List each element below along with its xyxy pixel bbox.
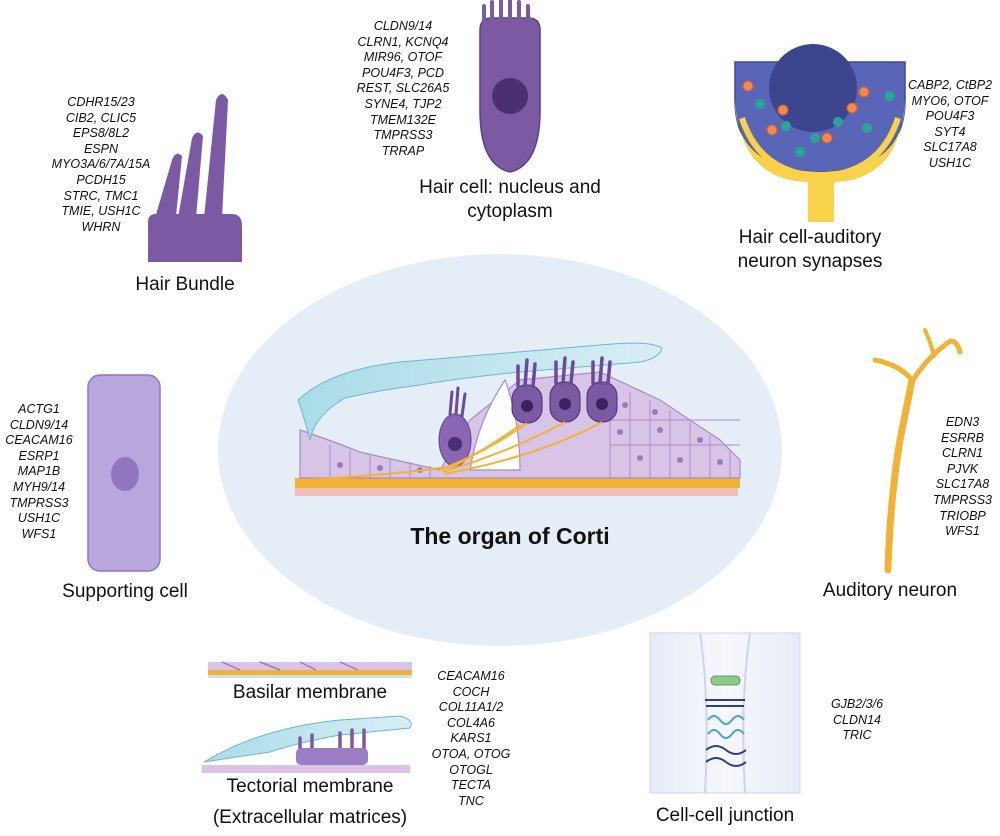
gene-label: SLC17A8 xyxy=(935,477,990,492)
auditory-neuron-title: Auditory neuron xyxy=(822,580,958,601)
synapse-gene-list: CABP2, CtBP2 MYO6, OTOF POU4F3 SYT4 SLC1… xyxy=(900,78,1000,172)
gene-label: OTOA, OTOG xyxy=(431,746,511,761)
gene-label: USH1C xyxy=(928,155,972,170)
extracellular-matrices-label: (Extracellular matrices) xyxy=(212,807,408,828)
supporting-cell-illustration xyxy=(87,374,161,572)
gene-label: SYNE4, TJP2 xyxy=(364,96,442,111)
gene-label: PJVK xyxy=(946,461,979,476)
hair-cell-title: Hair cell: nucleus and cytoplasm xyxy=(390,176,630,224)
gene-label: WFS1 xyxy=(21,526,57,541)
tectorial-membrane-label: Tectorial membrane xyxy=(226,776,394,797)
gene-label: CEACAM16 xyxy=(437,669,505,683)
synapse-title-line-2: neuron synapses xyxy=(737,251,883,272)
gene-label: CIB2, CLIC5 xyxy=(65,110,137,125)
gene-label: TRRAP xyxy=(381,143,425,158)
gene-label: TMIE, USH1C xyxy=(61,204,141,219)
gene-label: CLDN14 xyxy=(833,712,881,727)
gene-label: SYT4 xyxy=(934,124,966,139)
gene-label: TMEM132E xyxy=(370,112,436,127)
basilar-membrane-label: Basilar membrane xyxy=(232,682,388,703)
gene-label: TRIC xyxy=(842,728,872,743)
gene-label: ESRP1 xyxy=(18,448,60,463)
gene-label: TECTA xyxy=(450,778,492,793)
gene-label: EPS8/8L2 xyxy=(72,126,130,141)
basilar-membrane-illustration xyxy=(208,661,412,678)
gene-label: CEACAM16 xyxy=(5,433,73,448)
organ-of-corti-illustration xyxy=(218,254,782,646)
auditory-neuron-gene-list: EDN3 ESRRB CLRN1 PJVK SLC17A8 TMPRSS3 TR… xyxy=(925,415,1000,540)
gene-label: MYH9/14 xyxy=(12,479,66,494)
gene-label: CABP2, CtBP2 xyxy=(907,78,993,92)
gene-label: TRIOBP xyxy=(939,508,986,523)
gene-label: TNC xyxy=(458,793,484,808)
gene-label: TMPRSS3 xyxy=(932,492,993,507)
gene-label: REST, SLC26A5 xyxy=(356,81,450,96)
gene-label: PCDH15 xyxy=(76,172,126,187)
gene-label: OTOGL xyxy=(449,762,493,777)
junction-gene-list: GJB2/3/6 CLDN14 TRIC xyxy=(812,697,902,744)
hair-bundle-title: Hair Bundle xyxy=(135,274,235,295)
gene-label: ESPN xyxy=(83,141,119,156)
hair-cell-title-line-1: Hair cell: nucleus and xyxy=(419,177,601,198)
hair-cell-title-line-2: cytoplasm xyxy=(467,201,553,222)
gene-label: STRC, TMC1 xyxy=(63,188,139,203)
extracellular-gene-list: CEACAM16 COCH COL11A1/2 COL4A6 KARS1 OTO… xyxy=(418,669,524,809)
synapse-illustration xyxy=(734,44,906,222)
gene-label: TMPRSS3 xyxy=(9,495,69,510)
gene-label: CLRN1, KCNQ4 xyxy=(357,34,449,49)
supporting-cell-gene-list: ACTG1 CLDN9/14 CEACAM16 ESRP1 MAP1B MYH9… xyxy=(0,402,78,542)
tectorial-membrane-illustration xyxy=(202,715,412,773)
gene-label: TMPRSS3 xyxy=(373,128,433,143)
gene-label: COL4A6 xyxy=(447,715,495,730)
gene-label: WHRN xyxy=(81,219,121,234)
gene-label: POU4F3, PCD xyxy=(362,65,444,80)
gene-label: POU4F3 xyxy=(925,109,975,124)
cell-junction-illustration xyxy=(649,632,801,794)
gene-label: ESRRB xyxy=(940,430,985,445)
gene-label: CLDN9/14 xyxy=(373,19,433,33)
figure-title: The organ of Corti xyxy=(410,523,610,549)
gene-label: WFS1 xyxy=(945,524,980,539)
gene-label: MAP1B xyxy=(17,464,61,479)
gene-label: COCH xyxy=(452,684,490,699)
hair-cell-illustration xyxy=(479,0,541,173)
gene-label: GJB2/3/6 xyxy=(830,697,884,711)
gene-label: CLRN1 xyxy=(942,446,983,461)
junction-title: Cell-cell junction xyxy=(655,805,795,826)
gene-label: ACTG1 xyxy=(18,402,60,416)
hair-cell-gene-list: CLDN9/14 CLRN1, KCNQ4 MIR96, OTOF POU4F3… xyxy=(338,19,468,159)
gene-label: USH1C xyxy=(17,511,61,526)
gene-label: CLDN9/14 xyxy=(9,417,69,432)
gene-label: SLC17A8 xyxy=(923,140,977,155)
gene-label: MYO3A/6/7A/15A xyxy=(51,157,151,172)
gene-label: MYO6, OTOF xyxy=(911,93,989,108)
gene-label: COL11A1/2 xyxy=(438,700,504,715)
synapse-title: Hair cell-auditory neuron synapses xyxy=(700,226,920,274)
auditory-neuron-illustration xyxy=(872,328,963,574)
gene-label: CDHR15/23 xyxy=(67,95,135,109)
hair-bundle-illustration xyxy=(148,94,242,262)
synapse-title-line-1: Hair cell-auditory xyxy=(738,227,882,248)
gene-label: EDN3 xyxy=(945,415,980,429)
supporting-cell-title: Supporting cell xyxy=(62,581,188,602)
hair-bundle-gene-list: CDHR15/23 CIB2, CLIC5 EPS8/8L2 ESPN MYO3… xyxy=(36,95,166,235)
gene-label: MIR96, OTOF xyxy=(363,50,443,65)
gene-label: KARS1 xyxy=(450,731,492,746)
